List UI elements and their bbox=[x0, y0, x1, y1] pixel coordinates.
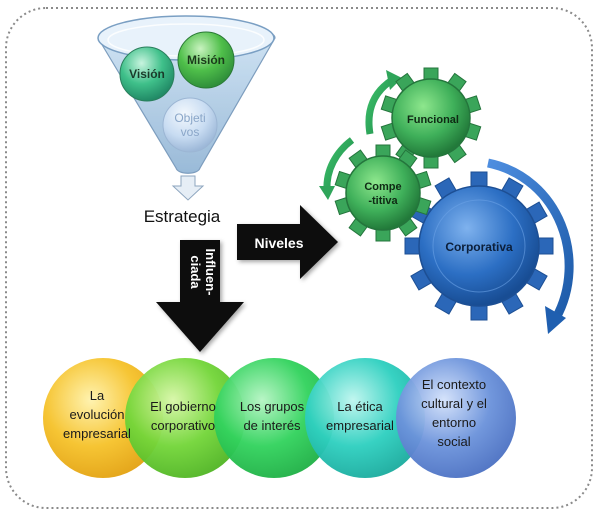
funnel: Objeti vos Visión Misión bbox=[97, 15, 276, 201]
factor-circles bbox=[43, 358, 516, 478]
evolucion-label-2: evolución bbox=[70, 407, 125, 422]
funcional-label: Funcional bbox=[407, 114, 459, 126]
competitiva-label-1: Compe bbox=[364, 181, 401, 193]
factor-evolucion bbox=[43, 358, 163, 478]
factor-contexto bbox=[396, 358, 516, 478]
niveles-label: Niveles bbox=[254, 235, 303, 251]
contexto-label-2: cultural y el bbox=[421, 396, 487, 411]
objetivos-label-1: Objeti bbox=[174, 111, 205, 125]
gobierno-label-2: corporativo bbox=[151, 418, 215, 433]
competitiva-curved-arrow bbox=[323, 137, 355, 191]
etica-label-1: La ética bbox=[337, 399, 383, 414]
funnel-down-arrow bbox=[171, 175, 205, 201]
factor-gobierno bbox=[125, 358, 245, 478]
mision-label: Misión bbox=[187, 53, 225, 67]
niveles-arrow bbox=[237, 205, 338, 279]
vision-sphere bbox=[119, 46, 175, 102]
corporativa-label: Corporativa bbox=[445, 240, 513, 254]
gobierno-label-1: El gobierno bbox=[150, 399, 216, 414]
contexto-label-3: entorno bbox=[432, 415, 476, 430]
gear-competitiva bbox=[334, 144, 432, 242]
contexto-label-1: El contexto bbox=[422, 377, 486, 392]
influenciada-arrow bbox=[156, 240, 244, 352]
objetivos-sphere bbox=[162, 97, 218, 153]
factor-labels: La evolución empresarial El gobierno cor… bbox=[63, 377, 487, 449]
factor-grupos bbox=[214, 358, 334, 478]
vision-label: Visión bbox=[129, 67, 165, 81]
grupos-label-1: Los grupos bbox=[240, 399, 305, 414]
grupos-label-2: de interés bbox=[243, 418, 301, 433]
gear-funcional bbox=[380, 67, 482, 169]
mision-sphere bbox=[177, 31, 235, 89]
etica-label-2: empresarial bbox=[326, 418, 394, 433]
evolucion-label-1: La bbox=[90, 388, 105, 403]
influenciada-label-2: ciada bbox=[188, 255, 203, 289]
corporativa-curved-arrow bbox=[487, 158, 574, 321]
competitiva-label-2: -titiva bbox=[368, 195, 398, 207]
gear-corporativa bbox=[404, 171, 554, 321]
funcional-curved-arrow bbox=[365, 77, 395, 135]
evolucion-label-3: empresarial bbox=[63, 426, 131, 441]
influenciada-label-1: Influen- bbox=[203, 249, 218, 296]
strategy-label: Estrategia bbox=[144, 207, 221, 226]
contexto-label-4: social bbox=[437, 434, 470, 449]
gears: Corporativa Funcional bbox=[319, 67, 574, 334]
factor-etica bbox=[305, 358, 425, 478]
outer-frame bbox=[5, 7, 593, 509]
objetivos-label-2: vos bbox=[181, 125, 200, 139]
